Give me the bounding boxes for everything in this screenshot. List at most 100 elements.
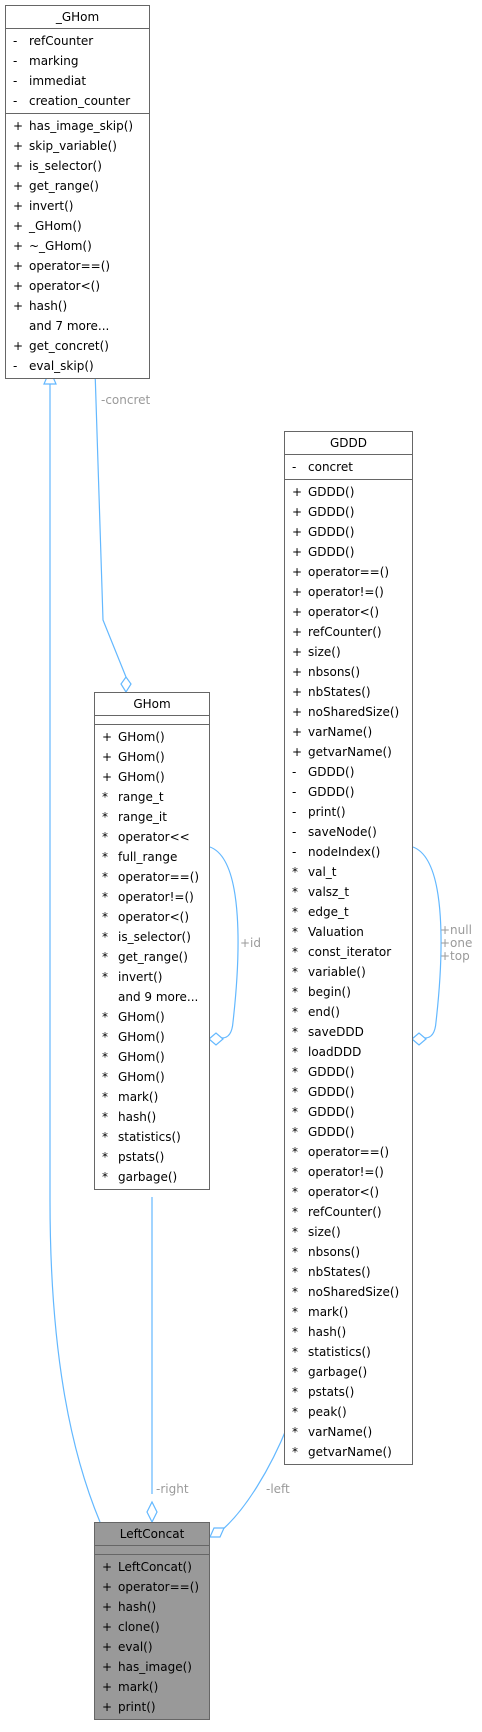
- method-row: *variable(): [285, 962, 412, 982]
- method-row: +mark(): [95, 1677, 209, 1697]
- method-row: *refCounter(): [285, 1202, 412, 1222]
- method-name: operator<(): [29, 279, 101, 293]
- visibility-marker: *: [292, 885, 298, 899]
- visibility-marker: +: [13, 139, 24, 153]
- visibility-marker: -: [292, 765, 297, 779]
- attributes-section: [95, 1546, 209, 1555]
- visibility-marker: *: [292, 1165, 298, 1179]
- method-row: *val_t: [285, 862, 412, 882]
- visibility-marker: +: [102, 1680, 113, 1694]
- visibility-marker: -: [292, 460, 297, 474]
- visibility-marker: *: [102, 870, 108, 884]
- visibility-marker: *: [292, 1125, 298, 1139]
- method-name: operator<(): [118, 910, 190, 924]
- visibility-marker: -: [13, 74, 18, 88]
- visibility-marker: +: [102, 770, 113, 784]
- method-row: *mark(): [285, 1302, 412, 1322]
- method-name: saveNode(): [308, 825, 377, 839]
- method-row: *hash(): [95, 1107, 209, 1127]
- method-row: *range_t: [95, 787, 209, 807]
- class-title: GDDD: [285, 432, 412, 455]
- method-row: +GDDD(): [285, 522, 412, 542]
- visibility-marker: *: [102, 850, 108, 864]
- method-name: operator==(): [308, 1145, 390, 1159]
- method-name: eval(): [118, 1640, 153, 1654]
- method-name: is_selector(): [29, 159, 102, 173]
- visibility-marker: *: [292, 1285, 298, 1299]
- method-name: pstats(): [118, 1150, 165, 1164]
- class-box-ghom[interactable]: GHom+GHom()+GHom()+GHom()*range_t*range_…: [94, 692, 210, 1190]
- visibility-marker: -: [292, 845, 297, 859]
- method-name: GHom(): [118, 730, 165, 744]
- visibility-marker: +: [292, 705, 303, 719]
- method-row: *edge_t: [285, 902, 412, 922]
- method-row: * full_range: [95, 847, 209, 867]
- method-row: +_GHom(): [6, 216, 149, 236]
- methods-section: +has_image_skip()+skip_variable()+is_sel…: [6, 114, 149, 378]
- method-name: GHom(): [118, 750, 165, 764]
- method-name: mark(): [118, 1090, 159, 1104]
- visibility-marker: +: [13, 219, 24, 233]
- method-row: * noSharedSize(): [285, 1282, 412, 1302]
- method-row: *size(): [285, 1222, 412, 1242]
- visibility-marker: +: [13, 199, 24, 213]
- visibility-marker: -: [292, 805, 297, 819]
- visibility-marker: *: [102, 1050, 108, 1064]
- visibility-marker: *: [102, 1170, 108, 1184]
- attribute-name: refCounter: [29, 34, 94, 48]
- method-name: invert(): [29, 199, 74, 213]
- class-box-leftconcat[interactable]: LeftConcat+LeftConcat()+operator==()+has…: [94, 1522, 210, 1720]
- method-name: LeftConcat(): [118, 1560, 192, 1574]
- method-name: GDDD(): [308, 1125, 355, 1139]
- class-title: LeftConcat: [95, 1523, 209, 1546]
- visibility-marker: *: [292, 1225, 298, 1239]
- method-name: variable(): [308, 965, 366, 979]
- method-row: *is_selector(): [95, 927, 209, 947]
- attribute-row: -immediat: [6, 71, 149, 91]
- methods-section: +GDDD()+GDDD()+GDDD()+GDDD()+operator==(…: [285, 480, 412, 1464]
- visibility-marker: *: [292, 1105, 298, 1119]
- method-row: *operator!=(): [95, 887, 209, 907]
- visibility-marker: *: [102, 930, 108, 944]
- method-name: GDDD(): [308, 1105, 355, 1119]
- method-row: +has_image_skip(): [6, 116, 149, 136]
- class-box-gddd[interactable]: GDDD-concret+GDDD()+GDDD()+GDDD()+GDDD()…: [284, 431, 413, 1465]
- method-row: *hash(): [285, 1322, 412, 1342]
- method-row: *GDDD(): [285, 1082, 412, 1102]
- method-name: GDDD(): [308, 505, 355, 519]
- attribute-name: creation_counter: [29, 94, 131, 108]
- method-row: *invert(): [95, 967, 209, 987]
- method-row: -print(): [285, 802, 412, 822]
- method-name: GDDD(): [308, 545, 355, 559]
- visibility-marker: +: [13, 259, 24, 273]
- method-row: +is_selector(): [6, 156, 149, 176]
- visibility-marker: *: [292, 1265, 298, 1279]
- visibility-marker: +: [292, 725, 303, 739]
- visibility-marker: *: [292, 1445, 298, 1459]
- attribute-row: -refCounter: [6, 31, 149, 51]
- method-row: +GDDD(): [285, 502, 412, 522]
- method-name: GHom(): [118, 1030, 165, 1044]
- class-box-ghom-base[interactable]: _GHom-refCounter-marking-immediat-creati…: [5, 5, 150, 379]
- method-name: refCounter(): [308, 625, 382, 639]
- visibility-marker: *: [292, 865, 298, 879]
- method-row: -GDDD(): [285, 762, 412, 782]
- method-name: noSharedSize(): [308, 1285, 400, 1299]
- method-name: operator==(): [29, 259, 111, 273]
- method-name: nodeIndex(): [308, 845, 381, 859]
- method-row: +noSharedSize(): [285, 702, 412, 722]
- method-name: full_range: [118, 850, 178, 864]
- method-row: -saveNode(): [285, 822, 412, 842]
- method-name: end(): [308, 1005, 340, 1019]
- method-name: nbStates(): [308, 685, 371, 699]
- method-row: *saveDDD: [285, 1022, 412, 1042]
- visibility-marker: +: [292, 665, 303, 679]
- method-name: has_image(): [118, 1660, 192, 1674]
- method-row: +hash(): [6, 296, 149, 316]
- method-name: clone(): [118, 1620, 160, 1634]
- method-name: getvarName(): [308, 1445, 392, 1459]
- method-row: and 9 more...: [95, 987, 209, 1007]
- visibility-marker: *: [292, 1065, 298, 1079]
- edge-label-concret: -concret: [101, 393, 151, 407]
- visibility-marker: *: [292, 1085, 298, 1099]
